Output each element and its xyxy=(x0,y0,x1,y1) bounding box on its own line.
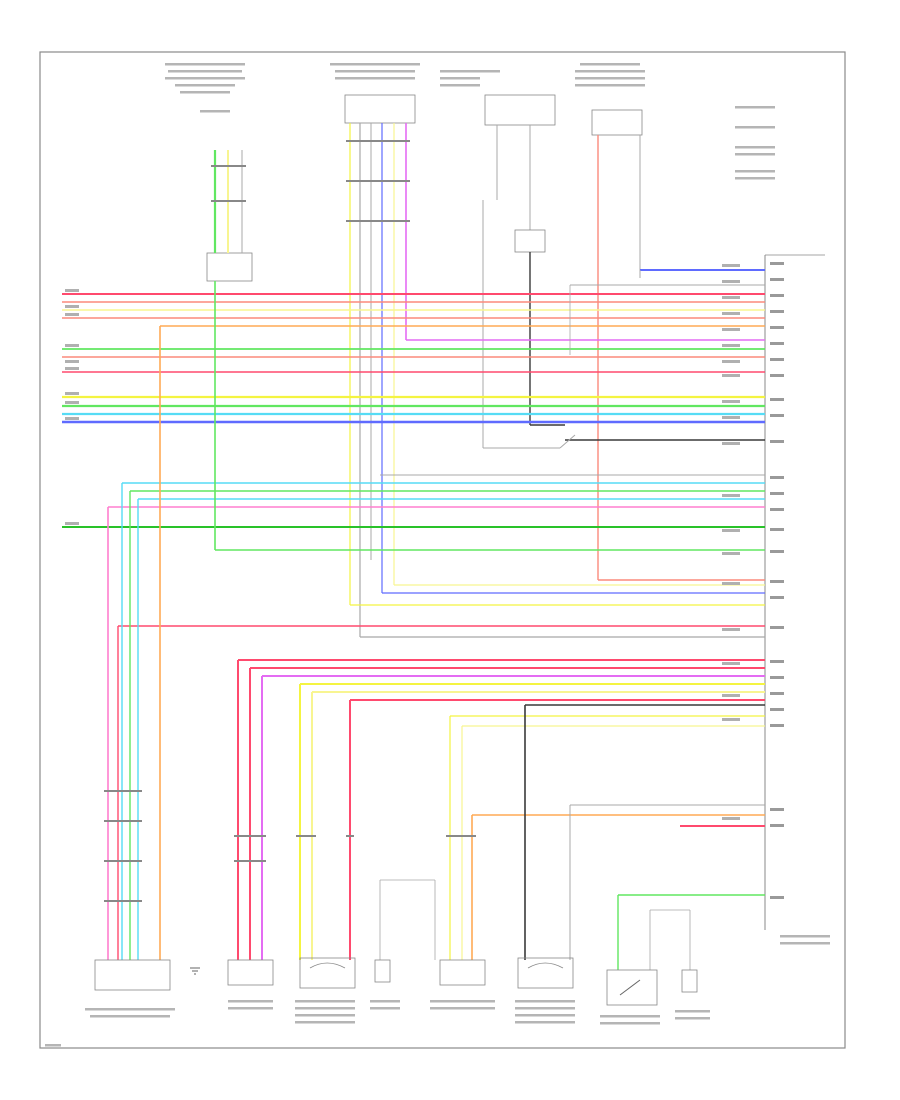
bottom-component-4 xyxy=(374,959,391,983)
bottom-label-ticks xyxy=(45,935,830,1047)
diagram-frame xyxy=(39,51,846,1049)
horizontal-wire-bundle xyxy=(62,269,765,449)
connector-markers xyxy=(104,140,476,902)
top-label-ticks xyxy=(165,63,645,113)
middle-vertical-wires xyxy=(237,660,571,960)
wire-code-ticks-right xyxy=(722,264,740,820)
bottom-left-component xyxy=(94,959,171,991)
top-center-connector xyxy=(344,94,416,637)
top-switch-box xyxy=(482,94,556,448)
bottom-component-5 xyxy=(439,959,486,986)
bottom-component-2 xyxy=(227,959,274,986)
pin-label-ticks xyxy=(770,262,784,899)
top-left-connector xyxy=(206,150,253,282)
lower-wire-bundle xyxy=(238,659,765,896)
bottom-right-switch-wires xyxy=(617,895,691,970)
wire-code-ticks-left xyxy=(65,289,79,525)
middle-wire-bundle xyxy=(62,474,765,638)
left-vertical-wires xyxy=(107,281,216,960)
control-module-icon xyxy=(764,254,825,930)
bottom-component-6 xyxy=(517,957,574,989)
legend-ticks xyxy=(735,106,775,180)
switch-icon xyxy=(606,969,658,1006)
top-right-sensor xyxy=(591,109,643,580)
ground-icon xyxy=(190,967,200,975)
bottom-component-3 xyxy=(299,957,356,989)
connector-icon xyxy=(681,969,698,993)
